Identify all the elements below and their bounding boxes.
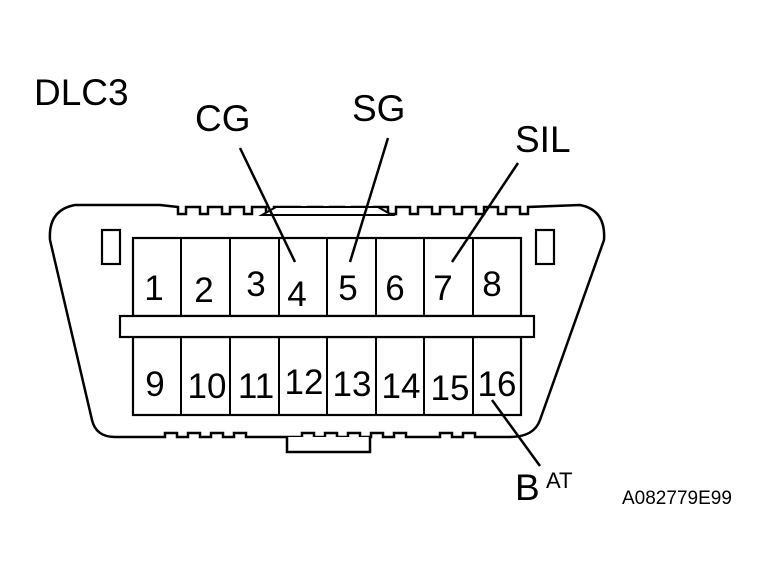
pin-11-label: 11 bbox=[238, 367, 274, 406]
top-row-dividers bbox=[180, 238, 474, 316]
sil-label: SIL bbox=[515, 119, 571, 160]
diagram-title: DLC3 bbox=[34, 72, 129, 113]
bottom-row-dividers bbox=[180, 337, 474, 415]
bat-label-superscript: AT bbox=[546, 468, 572, 493]
figure-code: A082779E99 bbox=[622, 488, 732, 509]
pin-2-label: 2 bbox=[194, 271, 213, 310]
pin-15-label: 15 bbox=[431, 369, 470, 408]
sil-leader-line bbox=[450, 162, 520, 263]
cg-leader-line bbox=[238, 147, 297, 263]
right-latch bbox=[534, 228, 556, 266]
pin-14-label: 14 bbox=[382, 367, 421, 406]
pin-4-label: 4 bbox=[287, 275, 306, 314]
pin-6-label: 6 bbox=[385, 269, 404, 308]
pin-8-label: 8 bbox=[482, 265, 501, 304]
pin-12-label: 12 bbox=[285, 363, 324, 402]
pin-1-label: 1 bbox=[144, 269, 163, 308]
cg-label: CG bbox=[195, 98, 251, 139]
pin-5-label: 5 bbox=[338, 269, 357, 308]
top-key-ridge bbox=[258, 206, 396, 216]
bottom-tab bbox=[285, 437, 372, 454]
pin-16-label: 16 bbox=[478, 365, 517, 404]
pin-10-label: 10 bbox=[188, 367, 227, 406]
bat-leader-line bbox=[490, 399, 542, 467]
pin-7-label: 7 bbox=[433, 269, 452, 308]
center-bar bbox=[118, 314, 536, 339]
pin-9-label: 9 bbox=[145, 365, 164, 404]
pin-13-label: 13 bbox=[333, 365, 372, 404]
sg-leader-line bbox=[348, 137, 390, 263]
bat-label: B bbox=[515, 467, 540, 508]
leader-lines bbox=[238, 137, 542, 467]
pin-3-label: 3 bbox=[246, 265, 265, 304]
left-latch bbox=[100, 228, 122, 266]
sg-label: SG bbox=[352, 88, 405, 129]
